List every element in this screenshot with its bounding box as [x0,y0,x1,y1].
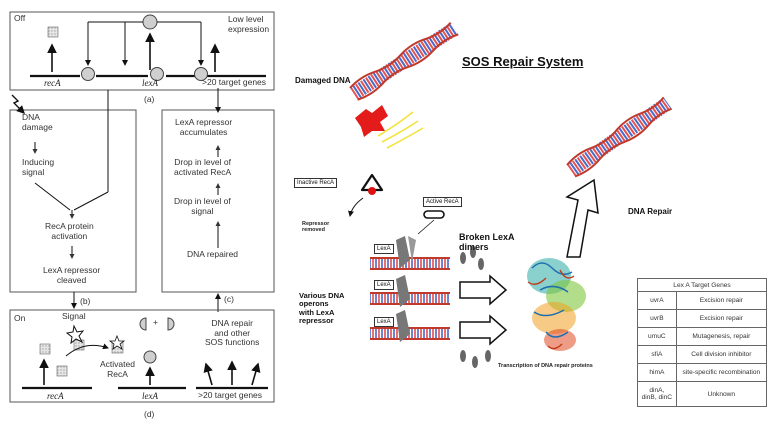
panel-a-graphics [9,11,275,91]
function-cell: site-specific recombination [675,363,768,382]
active-reca-label: Active RecA [423,197,462,207]
gene-cell: uvrB [637,309,677,328]
dna-repaired-label: DNA repaired [187,249,239,259]
drop-signal-label: Drop in level of signal [174,196,231,216]
function-cell: Cell division inhibitor [675,345,768,364]
drop-activated-reca-label: Drop in level of activated RecA [174,157,232,177]
operon-2 [370,275,450,307]
caption-c: (c) [224,294,234,304]
gene-lexa-label-d: lexA [142,391,158,401]
target-genes-label-d: >20 target genes [198,390,263,400]
lexa-tag-3: LexA [374,317,394,327]
gene-cell: sfiA [637,345,677,364]
function-cell: Unknown [675,381,768,407]
transcription-label: Transcription of DNA repair proteins [498,363,593,369]
lexa-accumulates-label: LexA repressor accumulates [175,117,233,137]
low-level-expression-label: Low level expression [228,14,270,34]
on-label: On [14,313,26,323]
panel-d-graphics [9,309,275,403]
plus-label: + [153,317,158,327]
gene-cell: dinA, dinB, dinC [637,381,677,407]
repair-protein-structure [527,258,586,351]
gene-cell: umuC [637,327,677,346]
panel-b-graphics [9,90,137,309]
gene-reca-label-a: recA [44,78,61,88]
caption-d: (d) [144,409,155,419]
signal-label: Signal [62,311,86,321]
gene-reca-label-d: recA [47,391,64,401]
reca-activation-label: RecA protein activation [45,221,94,241]
caption-b: (b) [80,296,91,306]
panel-c-graphics [161,88,275,312]
damaged-dna-helix [349,21,459,149]
lexa-tag-2: LexA [374,280,394,290]
inactive-reca-label: Inactive RecA [294,178,338,188]
operon-3 [370,310,450,342]
activated-reca-label: Activated RecA [100,359,135,379]
function-cell: Excision repair [675,309,768,328]
dna-repair-sos-label: DNA repair and other SOS functions [205,318,260,348]
repressor-removed-label: Repressor removed [302,221,330,234]
table-header: Lex A Target Genes [637,278,767,292]
gene-lexa-label-a: lexA [142,78,158,88]
operon-1 [370,236,450,270]
lexa-cleaved-label: LexA repressor cleaved [43,265,101,285]
inducing-signal-label: Inducing signal [22,157,55,177]
sos-title: SOS Repair System [462,54,584,69]
lexa-tag-1: LexA [374,244,394,254]
dna-damage-label: DNA damage [22,112,53,132]
dna-repair-arrow [565,178,599,258]
target-genes-label-a: >20 target genes [202,77,267,87]
caption-a: (a) [144,94,155,104]
off-label: Off [14,13,26,23]
function-cell: Excision repair [675,291,768,310]
function-cell: Mutagenesis, repair [675,327,768,346]
gene-cell: himA [637,363,677,382]
various-dna-label: Various DNA operons with LexA repressor [299,291,345,326]
broken-lexa-label: Broken LexA dimers [459,232,515,253]
damaged-dna-label: Damaged DNA [295,76,351,85]
dna-repair-label: DNA Repair [628,207,673,216]
gene-cell: uvrA [637,291,677,310]
repaired-dna-helix [566,96,673,178]
